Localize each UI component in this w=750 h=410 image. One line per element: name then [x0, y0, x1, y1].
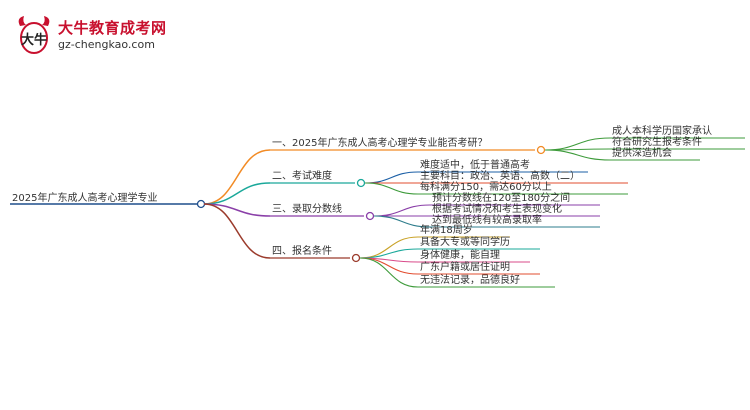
logo-mark-text: 大牛 — [21, 32, 47, 48]
leaf-topic-1-2: 符合研究生报考条件 — [612, 137, 702, 148]
root-expand-knob[interactable] — [196, 199, 206, 209]
leaf-topic-2-3: 每科满分150，需达60分以上 — [420, 182, 552, 193]
branch-topic-2: 二、考试难度 — [272, 171, 332, 182]
branch-topic-3: 三、录取分数线 — [272, 204, 342, 215]
leaf-topic-4-3: 身体健康，能自理 — [420, 250, 500, 261]
brand-name: 大牛教育成考网 — [58, 19, 167, 37]
leaf-topic-4-1: 年满18周岁 — [420, 225, 473, 236]
leaf-topic-1-3: 提供深造机会 — [612, 148, 672, 159]
leaf-connector-2-1 — [364, 171, 419, 184]
branch-topic-4: 四、报名条件 — [272, 246, 332, 257]
branch-topic-1: 一、2025年广东成人高考心理学专业能否考研？ — [272, 138, 488, 149]
branch-expand-knob-3[interactable] — [365, 211, 375, 221]
brand-url: gz-chengkao.com — [58, 38, 155, 51]
branch-expand-knob-4[interactable] — [351, 253, 361, 263]
leaf-topic-3-2: 根据考试情况和考生表现变化 — [432, 204, 562, 215]
leaf-topic-4-4: 广东户籍或居住证明 — [420, 262, 510, 273]
leaf-topic-3-1: 预计分数线在120至180分之间 — [432, 193, 571, 204]
leaf-topic-2-2: 主要科目：政治、英语、高数（二） — [420, 171, 580, 182]
leaf-connector-1-1 — [544, 137, 611, 151]
branch-connector-1 — [203, 149, 271, 205]
leaf-connector-4-2 — [359, 248, 419, 259]
leaf-topic-2-1: 难度适中，低于普通高考 — [420, 160, 530, 171]
root-topic: 2025年广东成人高考心理学专业 — [12, 193, 158, 204]
leaf-connector-1-3 — [544, 149, 611, 161]
leaf-topic-4-5: 无违法记录，品德良好 — [420, 275, 520, 286]
branch-connector-2 — [203, 182, 271, 205]
leaf-topic-3-3: 达到最低线有较高录取率 — [432, 215, 542, 226]
leaf-connector-4-1 — [359, 236, 419, 259]
brand-logo[interactable]: 大牛 大牛教育成考网 gz-chengkao.com — [14, 14, 184, 56]
branch-expand-knob-2[interactable] — [356, 178, 366, 188]
leaf-connector-3-3 — [373, 215, 431, 228]
branch-expand-knob-1[interactable] — [536, 145, 546, 155]
leaf-connector-4-5 — [359, 257, 419, 288]
leaf-topic-1-1: 成人本科学历国家承认 — [612, 126, 712, 137]
leaf-connector-3-1 — [373, 204, 431, 217]
branch-connector-3 — [203, 203, 271, 217]
bull-logo-icon: 大牛 — [18, 16, 50, 54]
leaf-topic-4-2: 具备大专或等同学历 — [420, 237, 510, 248]
branch-connector-4 — [203, 203, 271, 259]
leaf-connector-2-3 — [364, 182, 419, 195]
